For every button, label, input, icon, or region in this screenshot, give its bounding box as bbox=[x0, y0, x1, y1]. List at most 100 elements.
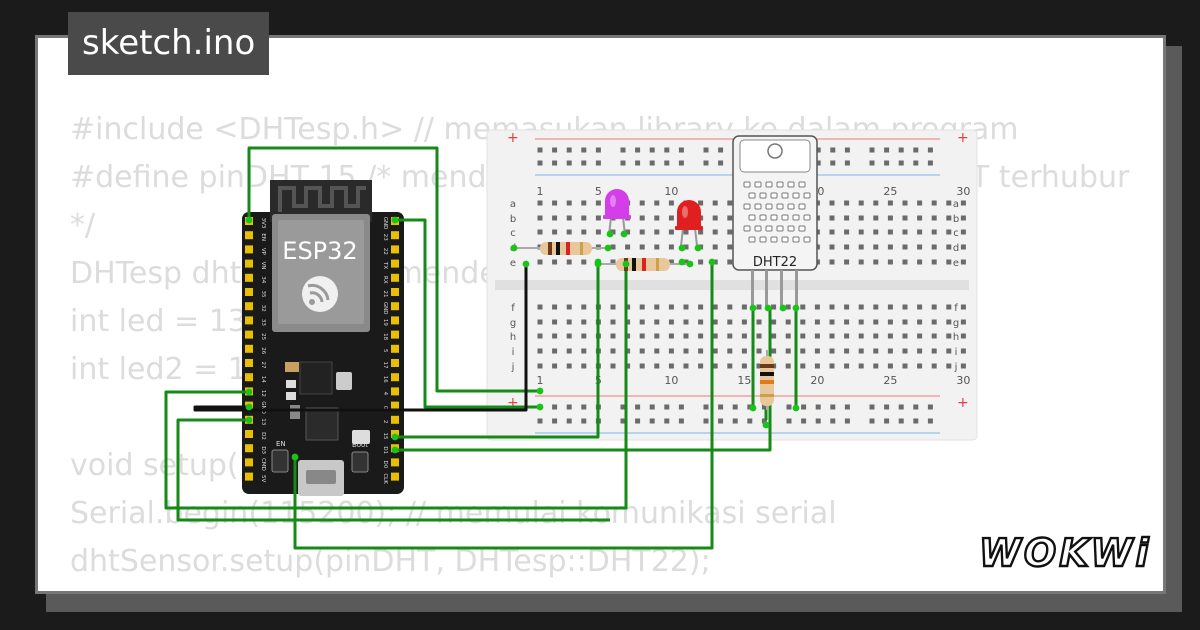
row-letter: h bbox=[510, 332, 516, 343]
connection-point bbox=[291, 453, 299, 461]
pin-header[interactable] bbox=[245, 330, 253, 339]
row-letter: g bbox=[510, 318, 516, 329]
pin-header[interactable] bbox=[391, 458, 399, 467]
pin-label: 21 bbox=[382, 291, 388, 298]
connection-point bbox=[749, 404, 757, 412]
wire-gnd-2 bbox=[293, 262, 714, 550]
pin-header[interactable] bbox=[245, 231, 253, 240]
connection-point bbox=[522, 260, 530, 268]
connection-point bbox=[391, 446, 399, 454]
row-letter: b bbox=[510, 214, 516, 225]
wire-led1 bbox=[176, 418, 610, 522]
row-letter: j bbox=[511, 362, 515, 373]
pin-label: 17 bbox=[382, 362, 388, 369]
pin-label: 26 bbox=[260, 347, 266, 354]
resistor-3 bbox=[760, 350, 774, 410]
row-letter: c bbox=[510, 228, 516, 239]
breadboard: + + + + 115510101515202025253030aabbccdd… bbox=[486, 129, 978, 441]
connection-point bbox=[622, 260, 630, 268]
connection-point bbox=[764, 304, 772, 312]
row-letter: e bbox=[510, 258, 516, 269]
dht22-sensor[interactable]: DHT22 bbox=[732, 135, 818, 306]
pin-label: 25 bbox=[260, 333, 266, 340]
pin-header[interactable] bbox=[391, 373, 399, 382]
connection-point bbox=[604, 244, 612, 252]
column-number: 25 bbox=[883, 374, 897, 387]
pin-header[interactable] bbox=[245, 344, 253, 353]
connection-point bbox=[510, 244, 518, 252]
row-letter: i bbox=[512, 347, 515, 358]
row-letter: f bbox=[511, 303, 515, 314]
dht22-label: DHT22 bbox=[753, 255, 797, 270]
code-line: dhtSensor.setup(pinDHT, DHTesp::DHT22); bbox=[70, 544, 711, 579]
pin-label: GND bbox=[382, 217, 388, 230]
pin-label: 0 bbox=[382, 406, 388, 410]
connection-point bbox=[391, 433, 399, 441]
pin-header[interactable] bbox=[245, 288, 253, 296]
pin-label: RX bbox=[382, 276, 388, 284]
pin-header[interactable] bbox=[245, 444, 253, 453]
pin-header[interactable] bbox=[391, 472, 399, 481]
pin-header[interactable] bbox=[391, 344, 399, 353]
connection-point bbox=[792, 404, 800, 412]
pin-header[interactable] bbox=[391, 401, 399, 410]
esp32-board[interactable]: ESP32 Boot EN 3V3ENVPVN34353233252627141… bbox=[242, 180, 404, 496]
pin-header[interactable] bbox=[391, 302, 399, 311]
column-number: 1 bbox=[537, 374, 544, 387]
pin-header[interactable] bbox=[245, 373, 253, 382]
connection-point bbox=[606, 230, 614, 238]
wokwi-logo-text: WOKWi bbox=[979, 531, 1152, 575]
espressif-logo-icon bbox=[302, 276, 338, 312]
pin-header[interactable] bbox=[391, 259, 399, 268]
boot-label: Boot bbox=[352, 441, 368, 449]
pin-label: CLK bbox=[382, 473, 388, 484]
pin-label: VP bbox=[260, 248, 266, 256]
pin-header[interactable] bbox=[245, 316, 253, 325]
pin-label: D3 bbox=[260, 446, 266, 454]
pin-header[interactable] bbox=[245, 302, 253, 311]
en-button-icon bbox=[271, 449, 289, 473]
column-number: 25 bbox=[883, 185, 897, 198]
pin-header[interactable] bbox=[391, 316, 399, 325]
led-red[interactable] bbox=[675, 200, 703, 247]
pin-header[interactable] bbox=[245, 472, 253, 481]
column-number: 10 bbox=[664, 374, 678, 387]
pin-label: 35 bbox=[260, 291, 266, 298]
code-line: Serial.begin(115200); // memulai komunik… bbox=[70, 496, 837, 531]
pin-header[interactable] bbox=[245, 245, 253, 254]
pin-header[interactable] bbox=[391, 273, 399, 282]
pin-header[interactable] bbox=[245, 259, 253, 268]
pin-label: D2 bbox=[260, 432, 266, 440]
pin-header[interactable] bbox=[391, 245, 399, 254]
connection-point bbox=[391, 216, 399, 224]
file-tab[interactable]: sketch.ino bbox=[68, 12, 270, 75]
pin-header[interactable] bbox=[391, 359, 399, 367]
column-number: 5 bbox=[595, 185, 602, 198]
row-letter: h bbox=[953, 332, 959, 343]
pin-header[interactable] bbox=[391, 231, 399, 240]
pin-header[interactable] bbox=[391, 415, 399, 424]
pin-header[interactable] bbox=[245, 359, 253, 367]
connection-point bbox=[792, 304, 800, 312]
pin-header[interactable] bbox=[391, 330, 399, 339]
pin-label: 34 bbox=[260, 276, 266, 283]
wire-dht-data bbox=[395, 308, 772, 452]
boot-button-icon bbox=[352, 430, 370, 444]
pin-header[interactable] bbox=[391, 387, 399, 396]
pin-label: 12 bbox=[260, 390, 266, 397]
file-name: sketch.ino bbox=[82, 23, 256, 63]
pin-label: TX bbox=[382, 261, 388, 269]
pin-header[interactable] bbox=[245, 458, 253, 467]
usb-uart-chip bbox=[305, 407, 339, 441]
pin-header[interactable] bbox=[391, 288, 399, 296]
connection-point bbox=[708, 258, 716, 266]
pin-label: 19 bbox=[382, 319, 388, 326]
row-letter: a bbox=[510, 199, 516, 210]
pin-header[interactable] bbox=[245, 430, 253, 438]
pin-label: 33 bbox=[260, 319, 266, 326]
pin-label: 32 bbox=[260, 305, 266, 312]
row-letter: g bbox=[953, 318, 959, 329]
led-purple[interactable] bbox=[603, 189, 631, 236]
pin-label: 13 bbox=[260, 418, 266, 425]
pin-header[interactable] bbox=[245, 273, 253, 282]
